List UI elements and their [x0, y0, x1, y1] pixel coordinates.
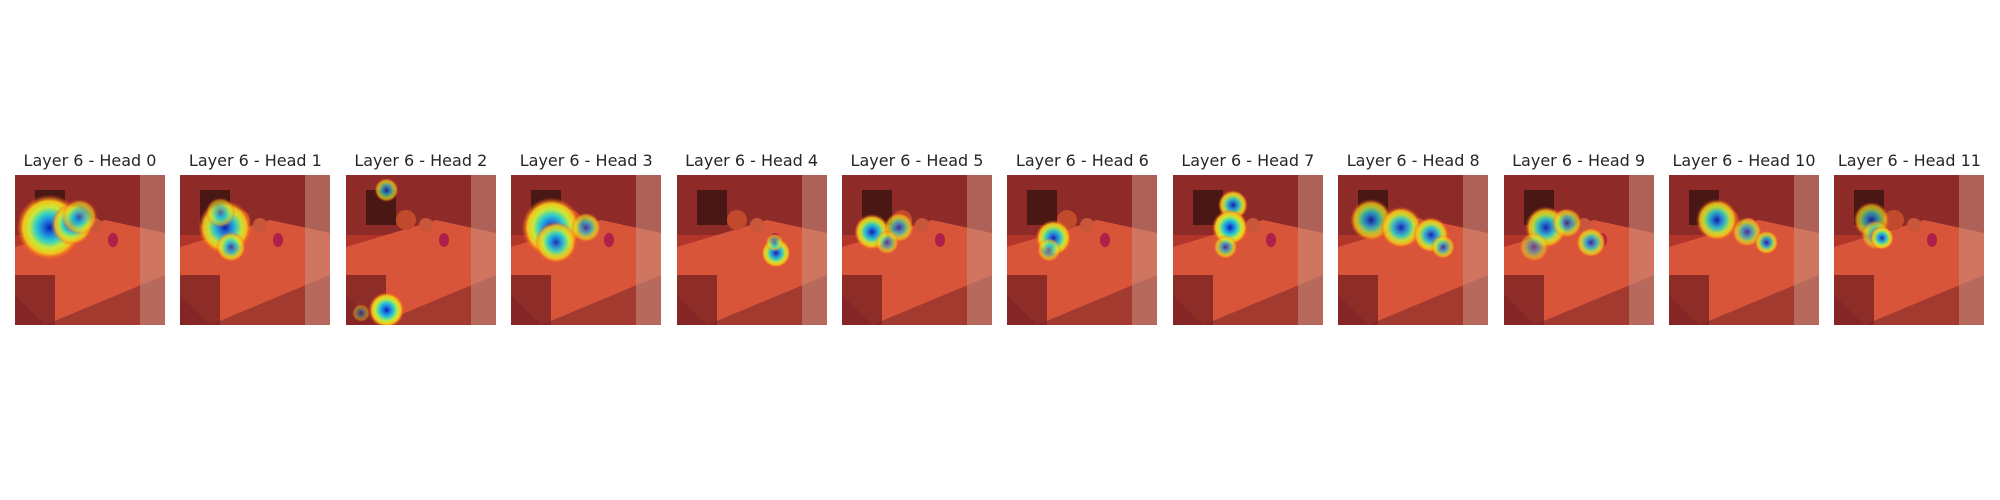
panel-title: Layer 6 - Head 5 — [850, 151, 984, 170]
heatmap-panel: Layer 6 - Head 9 — [1503, 150, 1654, 325]
attention-heatmap-image — [180, 175, 331, 325]
heatmap-panel: Layer 6 - Head 4 — [676, 150, 827, 325]
heatmap-panel: Layer 6 - Head 3 — [511, 150, 662, 325]
panel-title: Layer 6 - Head 10 — [1672, 151, 1816, 170]
heatmap-panel: Layer 6 - Head 6 — [1007, 150, 1158, 325]
attention-heatmap-image — [15, 175, 165, 325]
attention-heatmap-image — [1669, 175, 1819, 325]
panel-title: Layer 6 - Head 1 — [188, 151, 322, 170]
heatmap-panel: Layer 6 - Head 10 — [1669, 150, 1819, 325]
panel-title: Layer 6 - Head 11 — [1837, 151, 1981, 170]
panel-title: Layer 6 - Head 6 — [1015, 151, 1149, 170]
attention-heatmap-image — [345, 175, 496, 325]
panel-title: Layer 6 - Head 9 — [1512, 151, 1646, 170]
panel-title: Layer 6 - Head 3 — [519, 151, 653, 170]
attention-heatmap-image — [1834, 175, 1985, 325]
panel-title: Layer 6 - Head 4 — [685, 151, 819, 170]
attention-heatmap-image — [1338, 175, 1489, 325]
panel-title: Layer 6 - Head 2 — [354, 151, 488, 170]
panel-title: Layer 6 - Head 8 — [1346, 151, 1480, 170]
attention-heatmap-image — [1503, 175, 1654, 325]
panel-title: Layer 6 - Head 7 — [1181, 151, 1315, 170]
attention-heatmap-image — [676, 175, 827, 325]
heatmap-panel: Layer 6 - Head 7 — [1172, 150, 1323, 325]
heatmap-panel: Layer 6 - Head 8 — [1338, 150, 1489, 325]
attention-heatmap-image — [842, 175, 992, 325]
panel-title: Layer 6 - Head 0 — [23, 151, 157, 170]
attention-heatmap-image — [1172, 175, 1323, 325]
heatmap-panel: Layer 6 - Head 11 — [1834, 150, 1985, 325]
heatmap-panel: Layer 6 - Head 2 — [345, 150, 496, 325]
heatmap-panel: Layer 6 - Head 1 — [180, 150, 331, 325]
attention-heatmap-image — [1007, 175, 1158, 325]
heatmap-panel: Layer 6 - Head 0 — [15, 150, 165, 325]
heatmap-panel: Layer 6 - Head 5 — [842, 150, 992, 325]
attention-heatmap-image — [511, 175, 662, 325]
